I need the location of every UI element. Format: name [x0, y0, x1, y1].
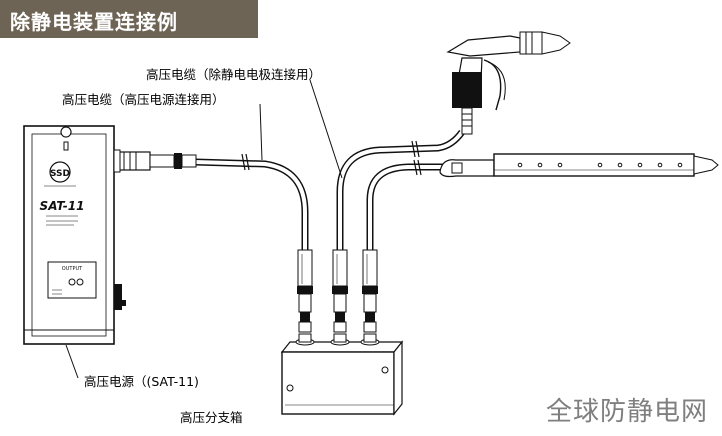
panel-label: OUTPUT	[62, 266, 83, 272]
label-cable-power: 高压电缆（高压电源连接用）	[62, 92, 225, 107]
ion-gun	[446, 31, 571, 135]
connector-group-junction	[297, 249, 378, 333]
power-supply-unit: SSD SAT-11 OUTPUT	[23, 125, 126, 345]
label-cable-electrode: 高压电缆（除静电电极连接用）	[146, 67, 322, 82]
connector-power-cable	[117, 151, 197, 171]
diagram-title: 除静电装置连接例	[10, 10, 178, 34]
cable-to-gun	[336, 129, 465, 250]
label-junction-box: 高压分支箱	[180, 410, 243, 425]
label-power-supply: 高压电源（(SAT-11)	[84, 374, 199, 389]
watermark: 全球防静电网	[545, 397, 708, 427]
device-logo: SSD	[50, 169, 70, 179]
cable-to-bar	[366, 163, 455, 250]
title-bar: 除静电装置连接例	[0, 0, 258, 38]
device-model-label: SAT-11	[40, 199, 85, 213]
ion-bar	[439, 153, 719, 178]
junction-box	[280, 333, 404, 416]
cable-to-power-supply	[194, 158, 309, 250]
